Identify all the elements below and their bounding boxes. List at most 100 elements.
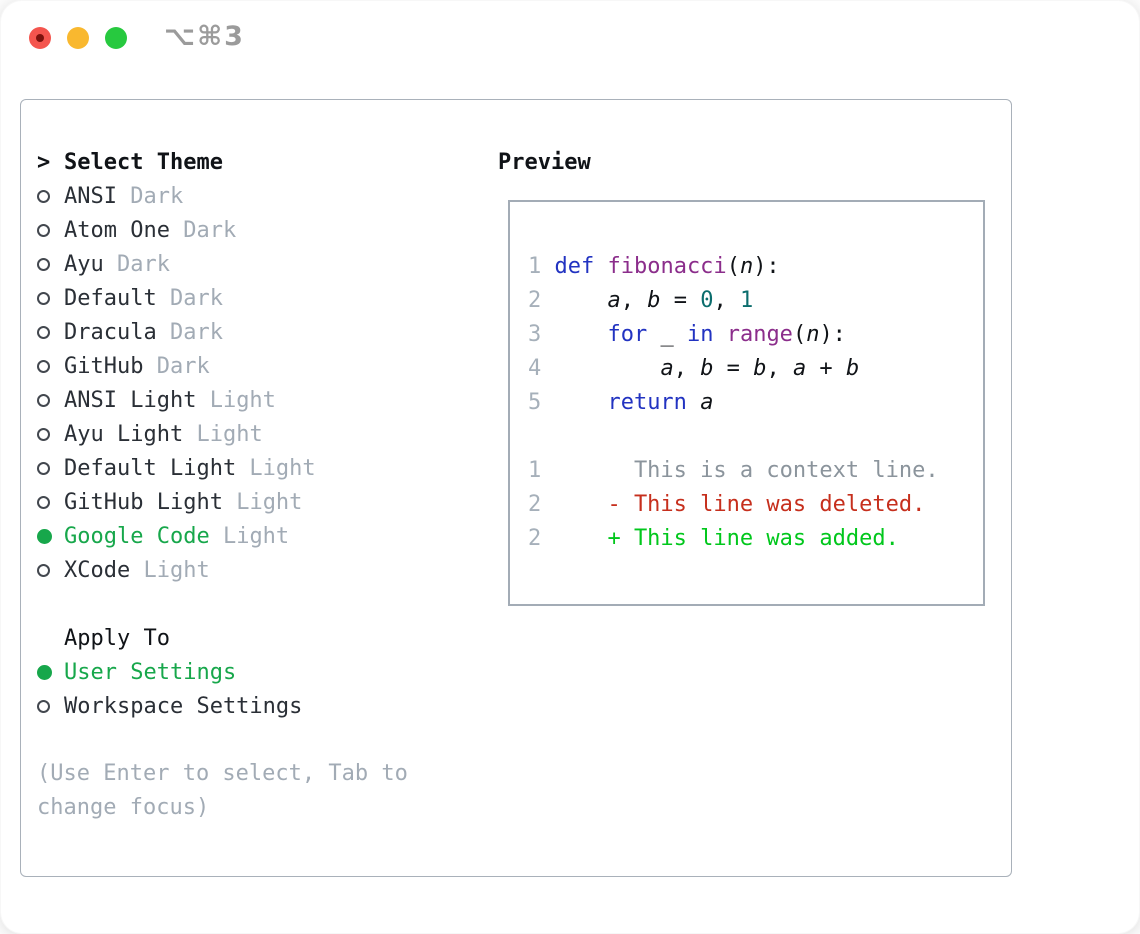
radio-icon bbox=[37, 699, 50, 713]
theme-option[interactable]: GitHub Dark bbox=[37, 349, 421, 383]
radio-icon bbox=[37, 189, 50, 203]
code-token-pl: ( bbox=[726, 254, 740, 279]
code-line: 2 + This line was added. bbox=[528, 522, 939, 556]
code-token-add: + This line was added. bbox=[554, 526, 899, 551]
radio-icon bbox=[37, 359, 50, 373]
option-label: GitHub Light bbox=[64, 489, 223, 515]
radio-icon bbox=[37, 563, 50, 577]
line-number: 5 bbox=[528, 390, 542, 415]
theme-option[interactable]: GitHub Light Light bbox=[37, 485, 421, 519]
code-line: 5 return a bbox=[528, 386, 939, 420]
code-token-fn: fibonacci bbox=[607, 254, 727, 279]
titlebar: ⌥⌘3 bbox=[0, 0, 1140, 78]
theme-option[interactable]: ANSI Light Light bbox=[37, 383, 421, 417]
code-line: 1 This is a context line. bbox=[528, 454, 939, 488]
option-label: ANSI Light bbox=[64, 387, 197, 413]
option-label: Ayu bbox=[64, 251, 104, 277]
radio-icon bbox=[37, 427, 50, 441]
option-label: Ayu Light bbox=[64, 421, 184, 447]
option-label: Dracula bbox=[64, 319, 157, 345]
theme-option[interactable]: Google Code Light bbox=[37, 519, 421, 553]
code-line: 2 - This line was deleted. bbox=[528, 488, 939, 522]
theme-option[interactable]: XCode Light bbox=[37, 553, 421, 587]
radio-icon bbox=[37, 461, 50, 475]
option-variant-label: Light bbox=[236, 455, 316, 481]
apply-to-option[interactable]: User Settings bbox=[37, 655, 421, 689]
line-number: 2 bbox=[528, 288, 542, 313]
radio-icon bbox=[37, 223, 50, 237]
option-label: Google Code bbox=[64, 523, 210, 549]
code-token-pl: , bbox=[620, 288, 648, 313]
zoom-button[interactable] bbox=[105, 27, 127, 49]
code-token-kw: def bbox=[554, 254, 595, 279]
code-line bbox=[528, 420, 939, 454]
code-token-id: b bbox=[753, 356, 767, 381]
code-line: 2 a, b = 0, 1 bbox=[528, 284, 939, 318]
select-theme-title: Select Theme bbox=[64, 149, 223, 175]
theme-option[interactable]: Default Dark bbox=[37, 281, 421, 315]
apply-to-title: Apply To bbox=[64, 625, 170, 651]
option-variant-label: Light bbox=[130, 557, 210, 583]
radio-icon bbox=[37, 393, 50, 407]
option-variant-label: Dark bbox=[143, 353, 210, 379]
code-token-id: a bbox=[700, 390, 714, 415]
option-label: GitHub bbox=[64, 353, 144, 379]
code-line: 3 for _ in range(n): bbox=[528, 318, 939, 352]
option-label: User Settings bbox=[64, 659, 237, 685]
code-token-pl: , bbox=[713, 288, 740, 313]
code-token-kw: return bbox=[607, 390, 687, 415]
code-token-id: a bbox=[792, 356, 807, 381]
radio-selected-icon bbox=[37, 528, 52, 544]
code-token-num: 0 bbox=[700, 288, 714, 313]
radio-icon bbox=[37, 325, 50, 339]
select-theme-header-row: > Select Theme bbox=[37, 145, 421, 179]
code-token-pl: = bbox=[713, 356, 754, 381]
close-button[interactable] bbox=[29, 27, 51, 49]
radio-icon bbox=[37, 291, 50, 305]
apply-to-header-row: Apply To bbox=[37, 621, 421, 655]
theme-option[interactable]: Ayu Dark bbox=[37, 247, 421, 281]
line-number: 4 bbox=[528, 356, 542, 381]
code-token-pl: + bbox=[806, 356, 846, 381]
code-token-num: 1 bbox=[739, 288, 754, 313]
preview-title: Preview bbox=[498, 149, 591, 175]
theme-option[interactable]: Atom One Dark bbox=[37, 213, 421, 247]
line-number: 1 bbox=[528, 254, 542, 279]
line-number: 1 bbox=[528, 458, 542, 483]
spacer bbox=[37, 587, 421, 621]
option-variant-label: Light bbox=[196, 387, 276, 413]
code-token-pl: ): bbox=[819, 322, 846, 347]
option-label: Default Light bbox=[64, 455, 237, 481]
focus-caret-icon: > bbox=[37, 149, 51, 175]
code-token-id: a bbox=[607, 288, 621, 313]
option-label: ANSI bbox=[64, 183, 117, 209]
theme-option[interactable]: ANSI Dark bbox=[37, 179, 421, 213]
code-token-pl bbox=[554, 356, 660, 381]
line-number: 3 bbox=[528, 322, 542, 347]
line-number: 2 bbox=[528, 526, 542, 551]
keyboard-hint-text: (Use Enter to select, Tab to change focu… bbox=[37, 761, 408, 820]
code-token-id: n bbox=[739, 254, 754, 279]
minimize-button[interactable] bbox=[67, 27, 89, 49]
code-token-pl bbox=[554, 288, 607, 313]
option-variant-label: Dark bbox=[156, 285, 223, 311]
option-label: Default bbox=[64, 285, 157, 311]
theme-option[interactable]: Ayu Light Light bbox=[37, 417, 421, 451]
option-label: XCode bbox=[64, 557, 131, 583]
code-token-ctx: This is a context line. bbox=[554, 458, 939, 483]
theme-option[interactable]: Default Light Light bbox=[37, 451, 421, 485]
theme-option[interactable]: Dracula Dark bbox=[37, 315, 421, 349]
option-variant-label: Light bbox=[183, 421, 263, 447]
code-token-pl bbox=[713, 322, 726, 347]
code-token-pl bbox=[554, 390, 607, 415]
apply-to-option[interactable]: Workspace Settings bbox=[37, 689, 421, 723]
code-token-pl bbox=[594, 254, 607, 279]
close-dot-icon bbox=[36, 34, 44, 42]
